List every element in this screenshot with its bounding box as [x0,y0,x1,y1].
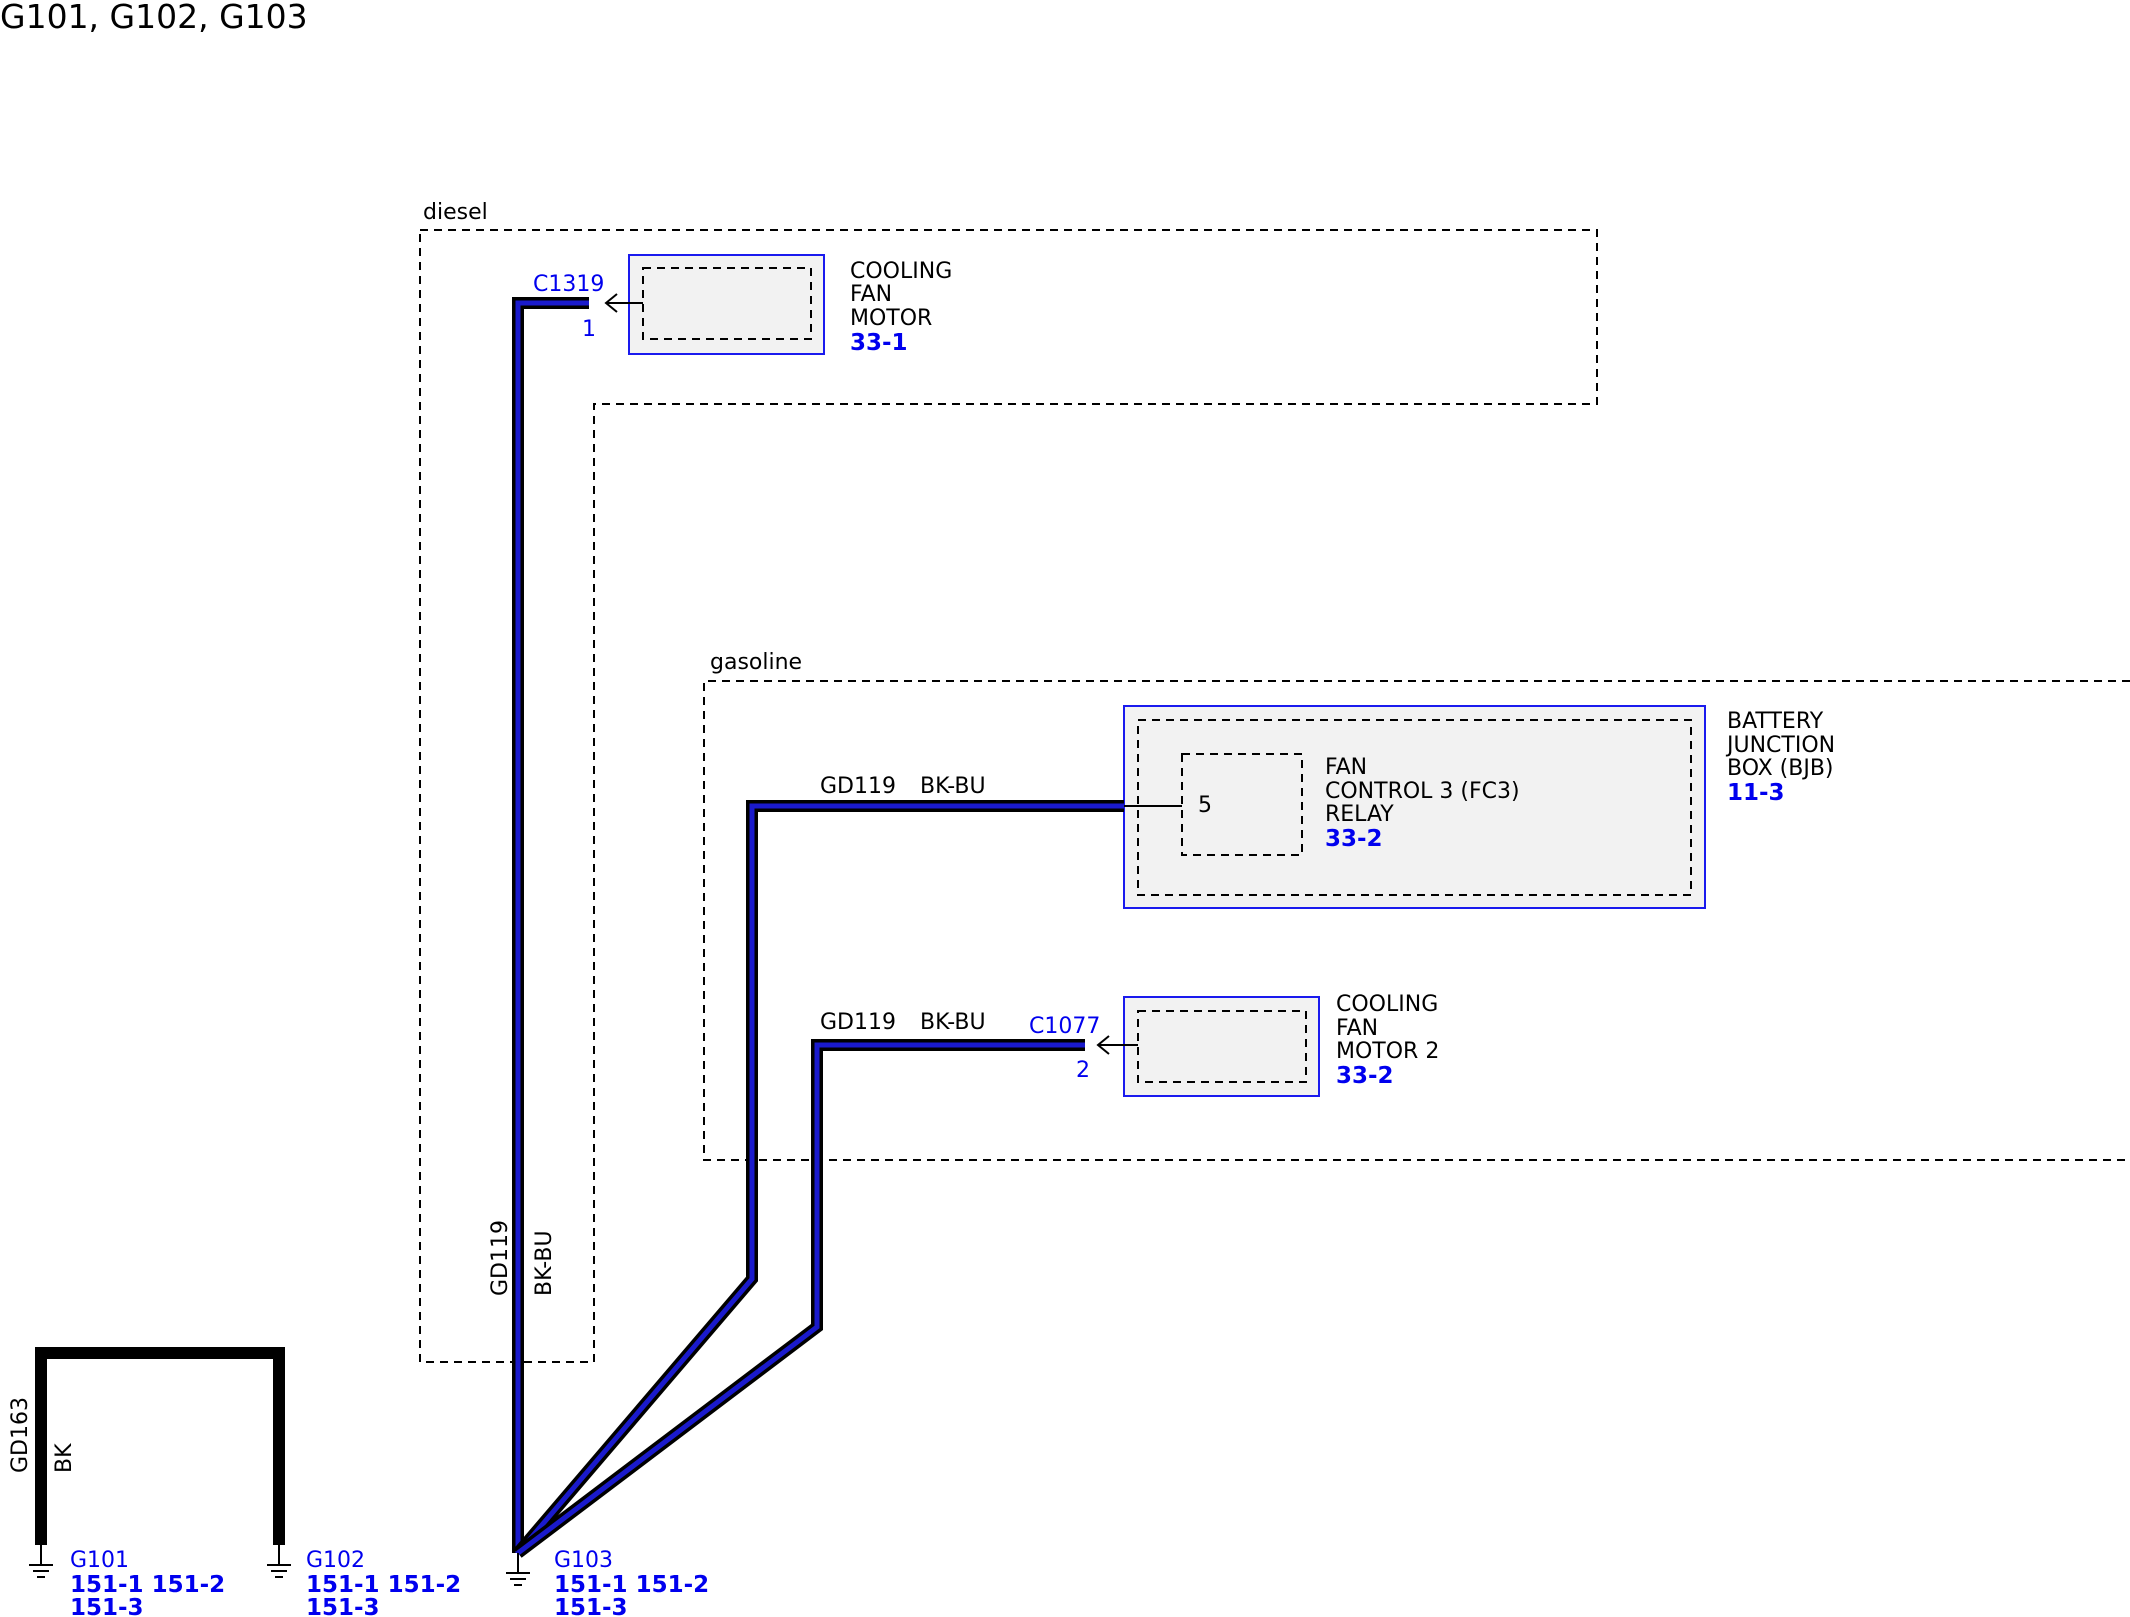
cooling-fan-motor-2-label-3: MOTOR 2 [1336,1039,1439,1064]
bjb-label-1: BATTERY [1727,709,1824,734]
cooling-fan-motor-inner [642,267,812,340]
wire-gd163-color: BK [52,1443,77,1473]
bjb-label-2: JUNCTION [1725,733,1835,758]
c1077-connector-label: C1077 [1029,1014,1100,1039]
ground-g102: G102 151-1 151-2 151-3 [267,1545,461,1617]
cooling-fan-motor-2-label-1: COOLING [1336,992,1438,1017]
g102-refs-2[interactable]: 151-3 [306,1595,380,1617]
cooling-fan-motor-box [628,254,825,355]
gasoline-zone-label: gasoline [710,650,802,675]
wire-gd119-diesel[interactable] [512,297,589,1553]
fc3-relay: 5 FAN CONTROL 3 (FC3) RELAY 33-2 [1124,753,1520,856]
cooling-fan-motor-label-3: MOTOR [850,306,932,331]
wire-gd119-motor2-color: BK-BU [920,1010,986,1035]
fc3-relay-inner [1181,753,1303,856]
cooling-fan-motor-2-inner [1137,1010,1307,1083]
cooling-fan-motor-2-box [1123,996,1320,1097]
fc3-relay-label-1: FAN [1325,755,1367,780]
c1077-pin-label: 2 [1076,1058,1090,1083]
bjb-box [1123,705,1706,909]
g102-refs-1[interactable]: 151-1 151-2 [306,1572,461,1598]
cooling-fan-motor-2-label-2: FAN [1336,1016,1378,1041]
c1319-connector-label: C1319 [533,272,604,297]
wire-gd119-diesel-circuit: GD119 [488,1220,513,1296]
bjb-ref[interactable]: 11-3 [1727,780,1785,806]
cooling-fan-motor: COOLING FAN MOTOR 33-1 C1319 1 [533,254,952,356]
fc3-relay-ref[interactable]: 33-2 [1325,826,1383,852]
c1319-pin-label: 1 [582,317,596,342]
wire-gd119-motor2-outer [514,1039,1085,1558]
wire-gd163-circuit: GD163 [8,1397,33,1473]
cooling-fan-motor-2-ref[interactable]: 33-2 [1336,1063,1394,1089]
wire-gd119-motor2-stripe [516,1042,1085,1555]
wire-gd119-relay-color: BK-BU [920,774,986,799]
c1077-arrow-icon [1096,1035,1110,1055]
wire-gd163[interactable] [35,1347,285,1545]
fc3-relay-pin: 5 [1198,793,1212,818]
page-title: G101, G102, G103 [0,0,308,36]
g101-refs-2[interactable]: 151-3 [70,1595,144,1617]
g103-refs-2[interactable]: 151-3 [554,1595,628,1617]
cooling-fan-motor-label-1: COOLING [850,259,952,284]
wire-gd119-diesel-color: BK-BU [532,1230,557,1296]
g101-name: G101 [70,1548,129,1573]
wire-gd119-motor2-circuit: GD119 [820,1010,896,1035]
g103-ground-icon [506,1572,530,1586]
ground-g101: G101 151-1 151-2 151-3 [29,1545,225,1617]
g102-name: G102 [306,1548,365,1573]
bjb-label-3: BOX (BJB) [1727,756,1834,781]
cooling-fan-motor-ref[interactable]: 33-1 [850,330,908,356]
fc3-relay-label-2: CONTROL 3 (FC3) [1325,779,1520,804]
wire-gd119-diesel-stripe [515,300,589,1553]
c1319-arrow-icon [604,293,618,313]
wire-gd119-diesel-outer [512,297,589,1553]
battery-junction-box: BATTERY JUNCTION BOX (BJB) 11-3 [1123,705,1835,909]
fc3-relay-label-3: RELAY [1325,802,1394,827]
g103-name: G103 [554,1548,613,1573]
cooling-fan-motor-label-2: FAN [850,282,892,307]
wire-gd119-relay-stripe [516,803,1124,1555]
cooling-fan-motor-2: COOLING FAN MOTOR 2 33-2 C1077 2 [1029,992,1439,1097]
wire-gd119-relay[interactable] [513,800,1124,1557]
g101-ground-icon [29,1564,53,1578]
gasoline-zone [703,680,2130,1161]
diesel-zone-label: diesel [423,200,488,225]
wire-gd119-relay-circuit: GD119 [820,774,896,799]
ground-g103: G103 151-1 151-2 151-3 [506,1548,709,1617]
g103-refs-1[interactable]: 151-1 151-2 [554,1572,709,1598]
diesel-zone [419,229,1598,1363]
g101-refs-1[interactable]: 151-1 151-2 [70,1572,225,1598]
g102-ground-icon [267,1564,291,1578]
wire-gd119-motor2[interactable] [514,1039,1085,1558]
